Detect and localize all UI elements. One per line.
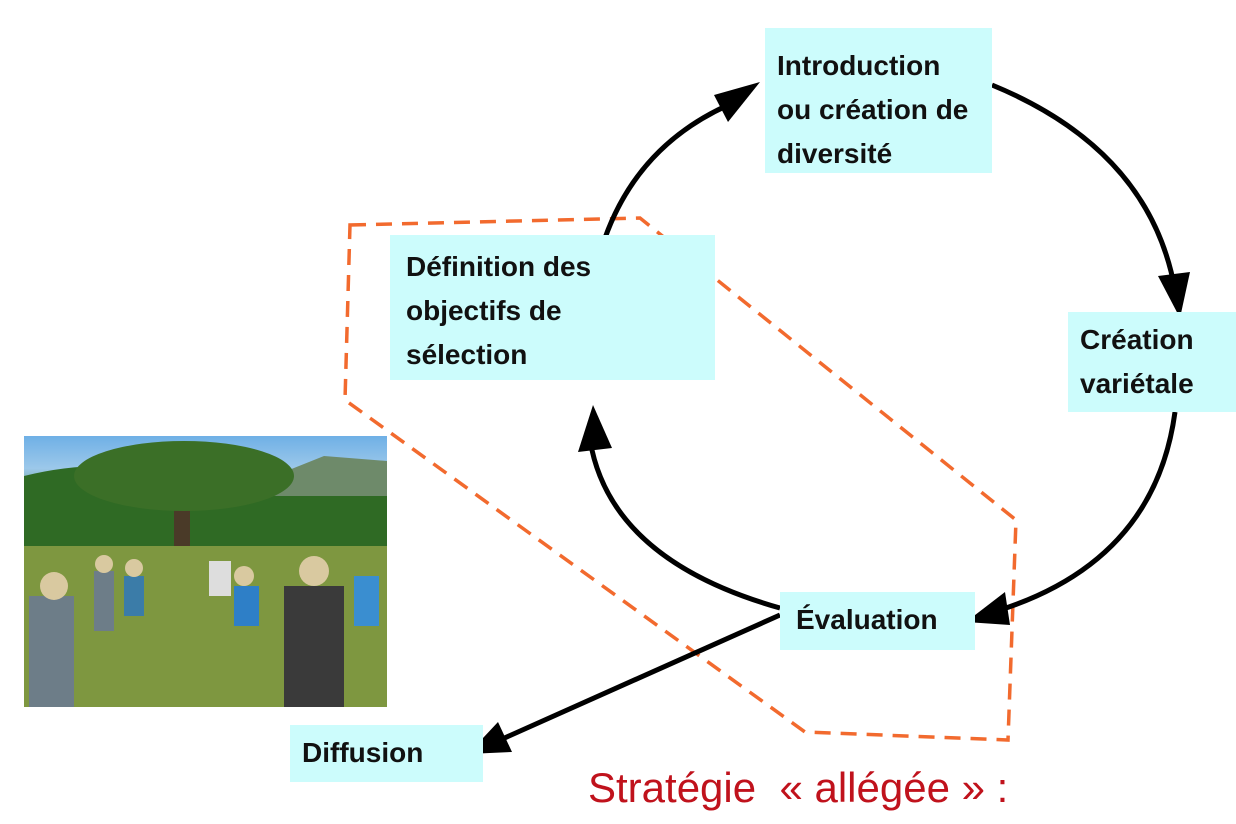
- box-definition: Définition des objectifs de sélection: [390, 235, 715, 380]
- strategy-caption: Stratégie « allégée » :: [588, 764, 1009, 811]
- arrow-evaluation-to-definition: [587, 439, 781, 611]
- arrow-definition-to-introduction: [602, 97, 741, 239]
- field-photo: [24, 436, 387, 707]
- arrowhead: [714, 82, 760, 122]
- arrowhead: [578, 405, 612, 452]
- arrow-evaluation-to-diffusion: [498, 612, 782, 743]
- box-diffusion: Diffusion: [290, 725, 483, 782]
- arrowhead: [1158, 272, 1190, 318]
- dashed-outline: [343, 216, 1018, 742]
- field-photo-illustration: [24, 441, 387, 707]
- arrow-creation-to-evaluation: [999, 411, 1178, 613]
- arrowhead: [966, 592, 1010, 625]
- box-introduction: Introduction ou création de diversité: [765, 28, 992, 173]
- box-creation: Création variétale: [1068, 312, 1236, 412]
- arrow-introduction-to-creation: [991, 82, 1178, 291]
- box-evaluation: Évaluation: [780, 592, 975, 650]
